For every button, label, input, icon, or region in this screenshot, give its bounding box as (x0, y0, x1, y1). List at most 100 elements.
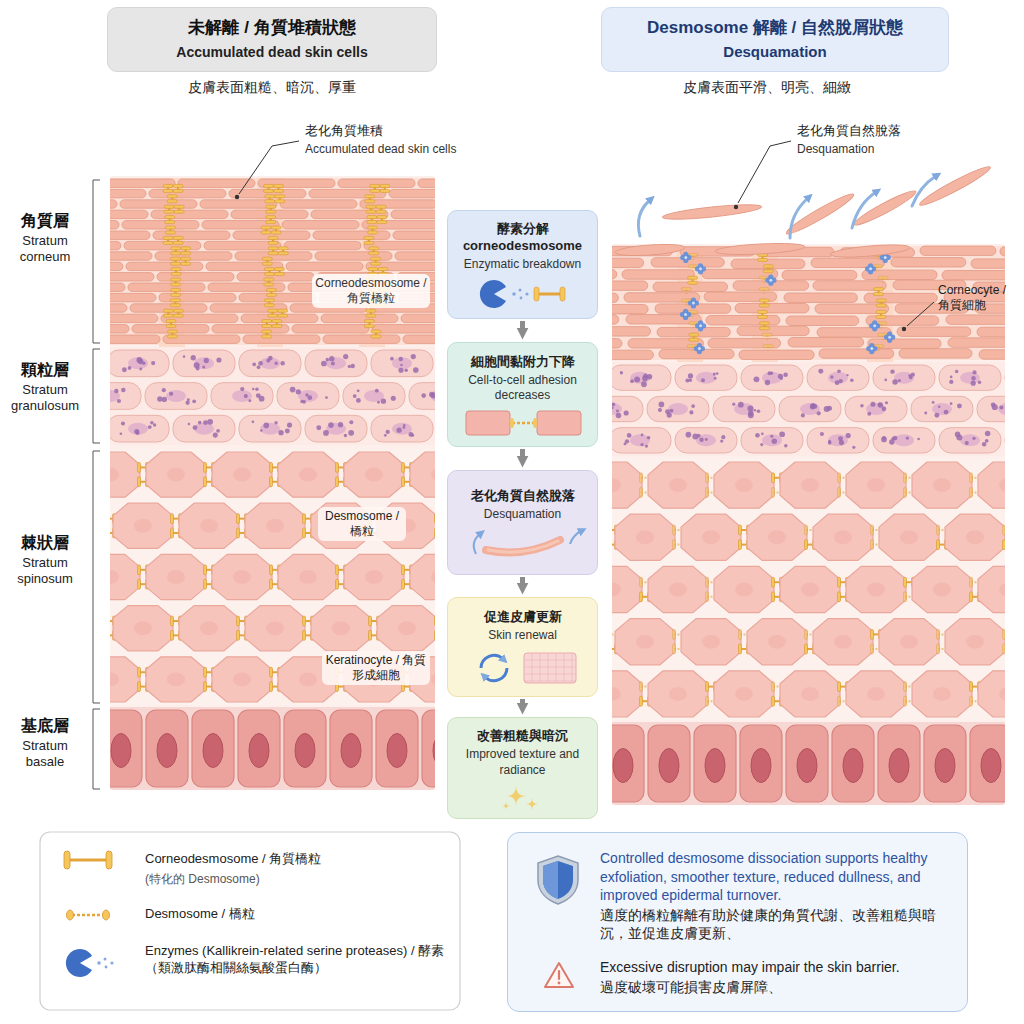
bone-shaft (538, 292, 562, 295)
desmosome-plate (640, 577, 643, 587)
desmosome-plate (772, 682, 775, 692)
keratohyalin-granule (720, 439, 723, 442)
enzyme-core (870, 347, 873, 350)
corneocyte (735, 303, 809, 312)
bone-plate (264, 273, 274, 276)
keratohyalin-granule (812, 404, 817, 409)
corneocyte (110, 210, 148, 218)
keratinocyte-cell (780, 462, 840, 508)
cell-nucleus (999, 583, 1005, 597)
cell-nucleus (365, 468, 383, 482)
keratohyalin-granule (191, 355, 196, 360)
desmosome-plate (67, 910, 74, 920)
keratinocyte-cell (377, 606, 435, 651)
cell-nucleus (801, 583, 819, 597)
keratinocyte-cell (813, 514, 873, 560)
corneocyte (124, 241, 201, 249)
bone-plate (106, 851, 112, 869)
cell-nucleus (612, 478, 621, 492)
granular-cell (713, 396, 775, 421)
node-text: 過度破壞可能損害皮膚屏障、 (600, 978, 953, 996)
keratohyalin-granule (846, 433, 851, 438)
corneocyte (149, 189, 226, 197)
cell-nucleus (636, 635, 654, 649)
desmosome-plate (739, 540, 742, 550)
corneocyte (811, 258, 885, 267)
cell-nucleus (894, 434, 914, 446)
bone-plate (268, 252, 278, 255)
bone-plate (171, 273, 181, 276)
layer-label: 顆粒層 (2, 360, 88, 380)
keratinocyte-cell (681, 514, 741, 560)
cell-nucleus (966, 635, 984, 649)
bone-plate (173, 241, 183, 244)
corneocyte (110, 335, 160, 343)
node-heading: Controlled desmosome dissociation suppor… (600, 849, 953, 904)
bone-plate (370, 189, 380, 192)
node-text: Cell-to-cell adhesion decreases (454, 373, 591, 404)
bone-plate (266, 205, 276, 208)
keratinocyte-cell (245, 503, 305, 548)
keratohyalin-granule (157, 396, 162, 401)
keratohyalin-granule (882, 407, 887, 412)
warning-triangle (545, 963, 573, 987)
cell-nucleus (735, 478, 753, 492)
cell-nucleus (232, 390, 252, 402)
patch-grid (525, 659, 575, 660)
node-text: Improved texture and radiance (454, 747, 591, 778)
leader-dot (734, 205, 738, 209)
desmosome-plate (838, 682, 841, 692)
corneocyte (237, 273, 314, 281)
keratohyalin-granule (114, 389, 118, 393)
desmosome-plate (739, 525, 742, 535)
cell-nucleus (998, 403, 1005, 415)
desmosome-plate (772, 592, 775, 602)
corneocyte (110, 200, 117, 208)
basale-ground (612, 722, 1005, 805)
desmosome-plate (970, 592, 973, 602)
keratohyalin-granule (890, 369, 894, 373)
enzyme-core (869, 267, 872, 270)
desmosome-plate (270, 565, 273, 575)
keratohyalin-granule (121, 421, 125, 425)
keratohyalin-granule (162, 388, 166, 392)
corneocyte (309, 189, 386, 197)
granular-cell (211, 383, 273, 410)
bone-plate (262, 330, 272, 333)
corneocyte (612, 270, 617, 279)
cell-nucleus (768, 530, 786, 544)
patch-grid (572, 654, 573, 682)
bone-plate (689, 338, 699, 341)
layer-bracket (93, 180, 100, 343)
desmosome-plate (204, 579, 207, 589)
keratohyalin-granule (971, 381, 976, 386)
bone-plate (873, 288, 883, 291)
bone-plate (368, 268, 378, 271)
keratohyalin-granule (404, 368, 408, 372)
keratinocyte-cell (146, 657, 206, 702)
bone-plate (366, 314, 376, 317)
desmosome-plate (838, 473, 841, 483)
bone-plate (757, 315, 767, 318)
keratohyalin-granule (128, 366, 132, 370)
keratinocyte-cell (714, 671, 774, 717)
cell-nucleus (999, 478, 1005, 492)
bone-plate (371, 257, 381, 260)
keratohyalin-granule (665, 409, 670, 414)
corneocyte (110, 273, 154, 281)
enzyme-core (684, 313, 687, 316)
bone-plate (278, 252, 288, 255)
keratohyalin-granule (300, 400, 303, 403)
bone-plate (171, 268, 181, 271)
keratohyalin-granule (757, 409, 761, 413)
keratohyalin-granule (830, 375, 833, 378)
keratohyalin-granule (892, 379, 898, 385)
corneocyte (418, 179, 435, 187)
cell-nucleus (702, 530, 720, 544)
desmosome-plate (270, 477, 273, 487)
keratohyalin-granule (860, 404, 863, 407)
keratinocyte-cell (978, 671, 1005, 717)
corneocyte (819, 349, 894, 358)
bone-plate (163, 236, 173, 239)
bone-plate (268, 247, 278, 250)
